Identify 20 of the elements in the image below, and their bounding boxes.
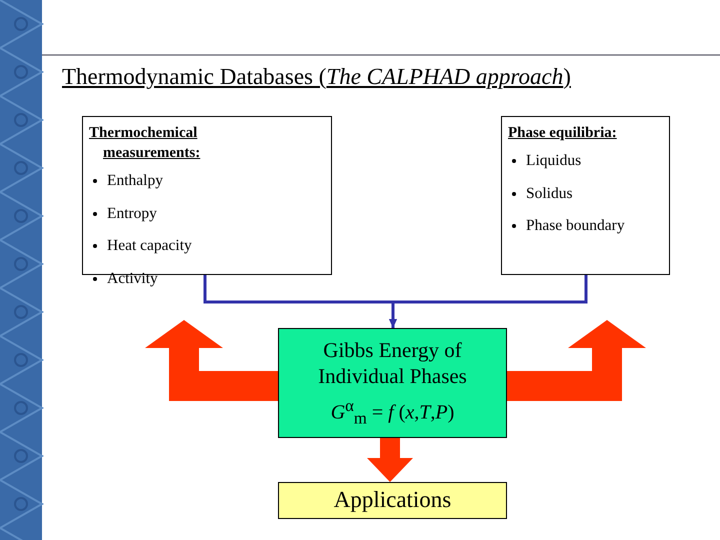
thick-arrow [367, 438, 413, 482]
list-item: Liquidus [526, 152, 582, 170]
slide-heading: Thermodynamic Databases (The CALPHAD approach) [62, 64, 571, 90]
box-label: Gibbs Energy of Individual Phases [317, 337, 468, 390]
list-item: Solidus [526, 184, 573, 203]
box-label: Applications [334, 486, 452, 514]
box-heading: Phase equilibria: [508, 124, 618, 143]
list-item: Phase boundary [526, 217, 625, 236]
gibbs-energy-box [278, 328, 507, 438]
thick-arrow [145, 320, 278, 401]
list-item: Entropy [107, 204, 157, 223]
list-item: Enthalpy [107, 172, 163, 190]
box-heading: Thermochemical measurements: [89, 124, 202, 163]
thick-arrow [507, 320, 646, 401]
list-item: Activity [107, 270, 158, 288]
connector-arrow [389, 275, 588, 328]
list-item: Heat capacity [107, 237, 192, 256]
applications-box [278, 482, 507, 519]
formula-text: G$^{α}$$_{m}$ = f (x,T,P) [330, 396, 454, 429]
equilibria-box [501, 116, 670, 275]
